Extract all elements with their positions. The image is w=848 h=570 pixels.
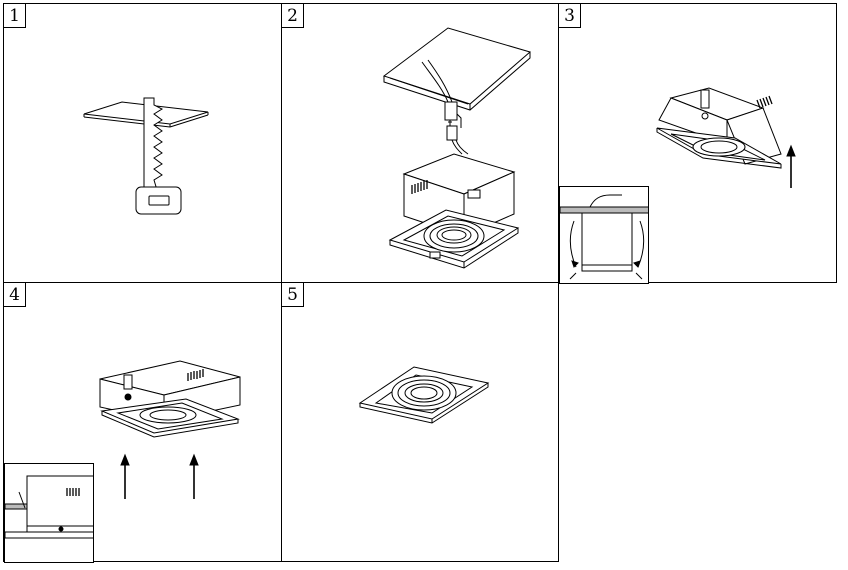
push-up-illustration <box>4 283 283 563</box>
step-1-panel: 1 <box>3 3 282 283</box>
spring-clip-icon <box>124 375 132 389</box>
ceiling-clip-detail <box>560 187 648 284</box>
ceiling-fit-detail-inset <box>4 463 94 563</box>
step-5-panel: 5 <box>281 282 559 562</box>
ceiling-fit-detail <box>5 464 93 563</box>
ceiling-saw-illustration <box>4 4 283 284</box>
installed-fixture-illustration <box>282 283 560 563</box>
cable-connector-icon <box>445 102 457 120</box>
step-number: 2 <box>282 4 304 28</box>
step-number: 4 <box>4 283 26 307</box>
ceiling-slab <box>384 28 530 104</box>
step-number: 3 <box>559 4 581 28</box>
step-2-panel: 2 <box>281 3 559 283</box>
step-3-panel: 3 <box>558 3 838 284</box>
saw-blade-icon <box>144 98 162 190</box>
step-number: 5 <box>282 283 304 307</box>
spring-clip-icon <box>701 90 709 108</box>
insertion-illustration <box>559 4 838 284</box>
wiring-illustration <box>282 4 560 284</box>
step-4-panel: 4 <box>3 282 283 563</box>
ceiling-clip-detail-inset <box>559 186 649 284</box>
step-number: 1 <box>4 4 26 28</box>
